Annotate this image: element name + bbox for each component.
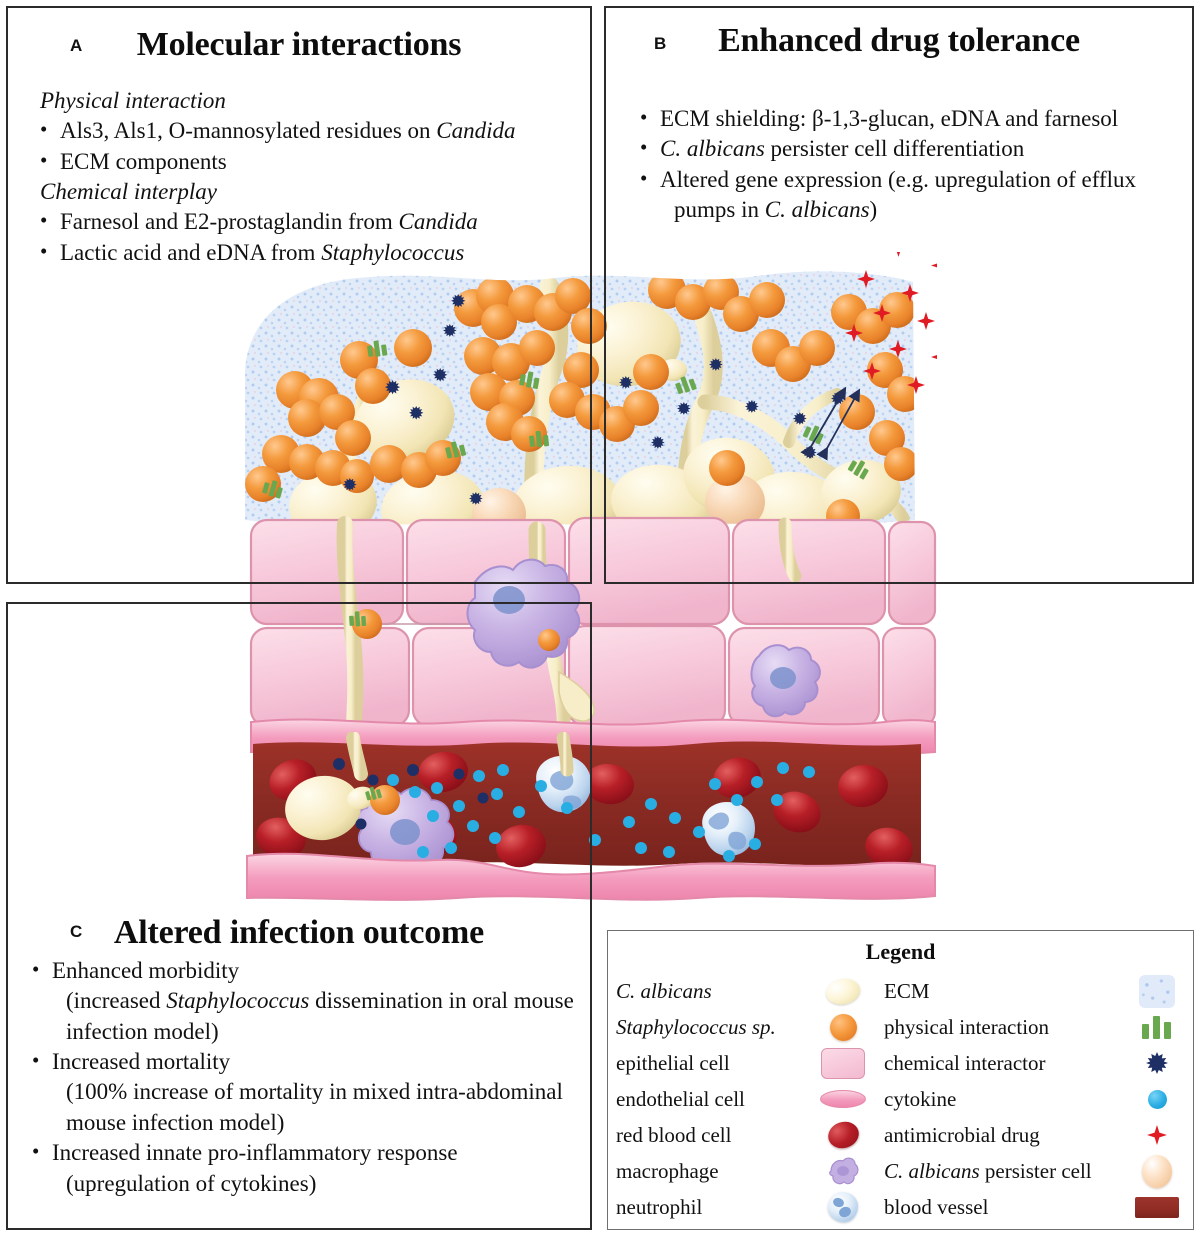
panel-a-subhead-physical: Physical interaction [40,88,226,113]
legend-grid: C. albicans ECM Staphylococcus sp. physi… [608,973,1193,1225]
legend-label-antimicrobial-drug: antimicrobial drug [884,1122,1040,1147]
macrophage-epithelium-1 [466,558,581,669]
panel-altered-infection-outcome: C Altered infection outcome • Enhanced m… [6,602,592,1230]
panel-enhanced-drug-tolerance: B Enhanced drug tolerance • ECM shieldin… [604,6,1194,584]
legend-label-neutrophil: neutrophil [616,1194,703,1219]
panel-b-cont-1: pumps in C. albicans) [674,197,878,223]
panel-c-bullet-1: • Enhanced morbidity [32,956,588,986]
staphylococcus-cell-icon [808,1009,878,1045]
hypha-in-vessel [346,732,368,781]
bullet-icon: • [40,117,48,142]
legend-label-macrophage: macrophage [616,1158,719,1183]
panel-b-bullet-3: • Altered gene expression (e.g. upregula… [640,165,1188,195]
legend-label-blood-vessel: blood vessel [884,1194,989,1219]
persister-cell-icon [1121,1153,1193,1189]
hypha-tip-branch [558,670,595,722]
chemical-interactor-icon [1121,1045,1193,1081]
panel-b-head: B Enhanced drug tolerance [606,8,1192,64]
panel-b-letter: B [654,34,667,53]
legend-label-persister-cell: C. albicans persister cell [884,1158,1092,1183]
staphylococcus-cocci [245,271,915,525]
panel-c-bullet-2: • Increased mortality [32,1047,588,1077]
panel-c-head: C Altered infection outcome [8,604,590,951]
bullet-icon: • [32,1048,40,1073]
panel-c-bullet-3: • Increased innate pro-inflammatory resp… [32,1138,588,1168]
bullet-icon: • [32,957,40,981]
macrophage-epithelium-2 [750,644,821,718]
legend-label-chemical-interactor: chemical interactor [884,1050,1046,1075]
legend-label-candida: C. albicans [616,978,712,1003]
legend-title: Legend [865,939,936,964]
panel-b-title: Enhanced drug tolerance [718,22,1080,59]
cytokine-particles [387,762,815,862]
legend-label-cytokine: cytokine [884,1086,957,1111]
panel-a-letter: A [70,36,83,55]
panel-a-head: A Molecular interactions [8,8,590,64]
macrophage-icon [808,1153,878,1189]
panel-a-subhead-chemical: Chemical interplay [40,179,217,205]
legend-label-ecm: ECM [884,978,930,1003]
chemical-exchange-arrows [800,386,861,461]
bullet-icon: • [640,165,648,190]
blood-vessel-icon [1121,1189,1193,1225]
panel-c-cont-1: (increased Staphylococcus dissemination … [66,988,574,1014]
candida-persister-cells [472,474,765,525]
physical-interaction-icon [1121,1009,1193,1045]
legend-label-physical-interaction: physical interaction [884,1014,1050,1039]
panel-c-cont-3: (100% increase of mortality in mixed int… [66,1079,563,1105]
neutrophils [536,755,755,856]
antimicrobial-drug-particles [845,252,937,394]
panel-a-body: Physical interaction • Als3, Als1, O-man… [40,86,586,268]
disseminating-candida [285,775,400,841]
bullet-icon: • [640,135,648,160]
panel-c-title: Altered infection outcome [113,914,485,951]
legend-label-endothelial-cell: endothelial cell [616,1086,745,1111]
candida-cell-icon [808,973,878,1009]
panel-c-cont-4: mouse infection model) [66,1109,285,1135]
biofilm-illustration [237,252,937,912]
endothelial-cell-icon [808,1081,878,1117]
blood-vessel-layer [253,732,921,875]
panel-b-body: • ECM shielding: β-1,3-glucan, eDNA and … [640,104,1188,225]
panel-b-bullet-1: • ECM shielding: β-1,3-glucan, eDNA and … [640,104,1188,134]
legend-label-epithelial-cell: epithelial cell [616,1050,730,1075]
panel-c-cont-2: infection model) [66,1018,219,1044]
phagocytosed-coccus [538,629,560,651]
panel-a-bullet-1: • Als3, Als1, O-mannosylated residues on… [40,116,586,146]
internalized-coccus [709,450,745,486]
panel-a-bullet-2: • ECM components [40,147,586,177]
panel-a-title: Molecular interactions [136,26,462,63]
legend-label-red-blood-cell: red blood cell [616,1122,732,1147]
bullet-icon: • [40,238,48,263]
panel-a-bullet-4: • Lactic acid and eDNA from Staphylococc… [40,238,586,268]
antimicrobial-drug-icon [1121,1117,1193,1153]
legend-label-staphylococcus: Staphylococcus sp. [616,1014,776,1039]
bullet-icon: • [40,147,48,172]
epithelial-cell-icon [808,1045,878,1081]
red-blood-cell-icon [808,1117,878,1153]
neutrophil-icon [808,1189,878,1225]
ecm-matrix-icon [1121,973,1193,1009]
bullet-icon: • [32,1139,40,1164]
panel-c-cont-5: (upregulation of cytokines) [66,1170,317,1196]
panel-b-bullet-2: • C. albicans persister cell differentia… [640,134,1188,164]
panel-a-bullet-3: • Farnesol and E2-prostaglandin from Can… [40,207,586,237]
cytokine-icon [1121,1081,1193,1117]
bullet-icon: • [40,208,48,233]
panel-c-body: • Enhanced morbidity (increased Staphylo… [32,956,588,1199]
chemical-interactors-vessel [333,758,489,830]
panel-c-letter: C [70,922,83,941]
legend-panel: Legend C. albicans ECM Staphylococcus sp… [607,930,1194,1230]
bullet-icon: • [640,105,648,129]
physical-interaction-marker-epithelium [349,611,367,627]
panel-molecular-interactions: A Molecular interactions Physical intera… [6,6,592,584]
